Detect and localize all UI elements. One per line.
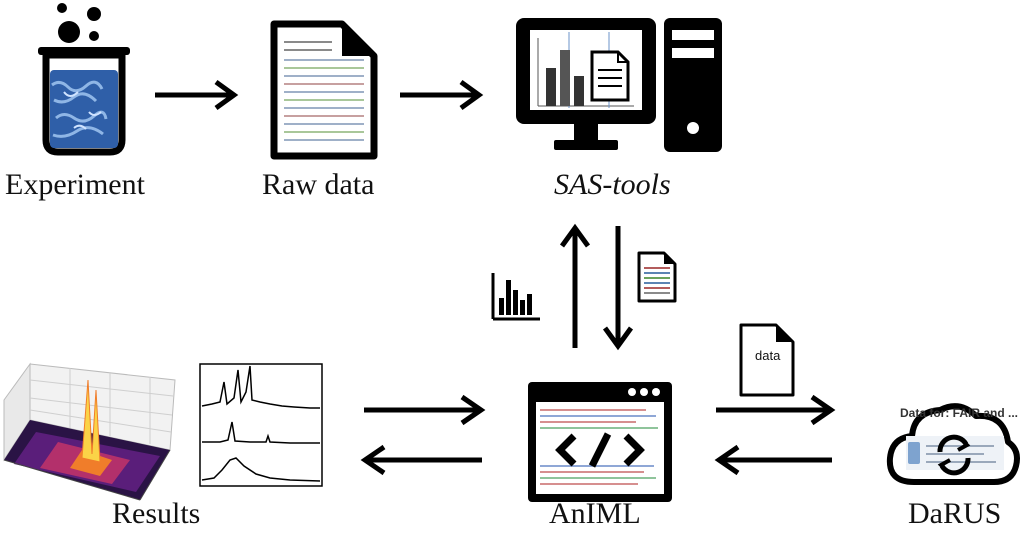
results-label: Results <box>112 497 201 530</box>
results-curves-icon <box>199 363 323 487</box>
arrow-animl-to-results <box>360 444 482 476</box>
code-window-icon <box>528 382 672 502</box>
beaker-icon <box>38 3 130 156</box>
arrow-results-to-animl <box>364 394 486 426</box>
data-document-icon <box>739 323 795 397</box>
small-document-icon <box>637 251 677 303</box>
arrow-raw-data-to-sas-tools <box>400 79 484 111</box>
cloud-sync-icon <box>886 403 1020 485</box>
animl-label: AnIML <box>549 497 641 530</box>
darus-preview-text: Data for: FAIR and ... ble r ... ering d… <box>900 406 1018 420</box>
sas-tools-label: SAS-tools <box>554 168 671 201</box>
results-3d-plot-icon <box>3 362 176 501</box>
arrow-experiment-to-raw-data <box>155 79 239 111</box>
experiment-label: Experiment <box>5 168 145 201</box>
darus-label: DaRUS <box>908 497 1002 530</box>
raw-data-document-icon <box>270 20 378 160</box>
data-document-label: data <box>755 348 781 363</box>
arrow-animl-to-sas-tools <box>559 223 591 348</box>
raw-data-label: Raw data <box>262 168 375 201</box>
arrow-animl-to-darus <box>716 394 836 426</box>
arrow-darus-to-animl <box>714 444 832 476</box>
computer-icon <box>516 18 722 152</box>
bar-chart-icon <box>491 273 540 321</box>
arrow-sas-tools-to-animl <box>602 226 634 351</box>
